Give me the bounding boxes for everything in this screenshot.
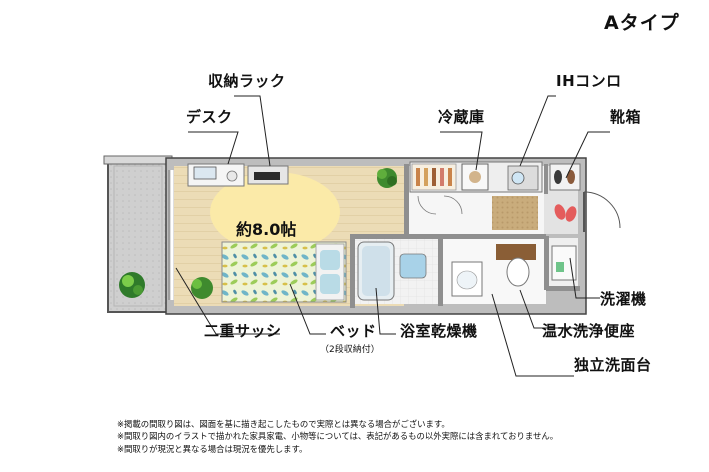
label-ih-stove: IHコンロ — [556, 72, 622, 90]
label-washlet-toilet: 温水洗浄便座 — [542, 322, 636, 340]
shoes — [554, 204, 577, 222]
label-vanity: 独立洗面台 — [574, 356, 652, 374]
rug — [210, 172, 340, 252]
toilet — [496, 244, 536, 287]
plan-type-title: Aタイプ — [604, 12, 680, 34]
plant-balcony — [119, 272, 145, 298]
label-bed-note: （2段収納付） — [320, 345, 380, 355]
entrance-door — [583, 191, 621, 229]
plant-window — [191, 277, 213, 299]
plant-living — [377, 168, 397, 188]
entrance-mat — [492, 196, 538, 230]
label-storage-rack: 収納ラック — [208, 72, 286, 90]
label-fridge: 冷蔵庫 — [438, 108, 485, 126]
label-shoe-box: 靴箱 — [610, 108, 642, 126]
label-washing-machine: 洗濯機 — [600, 290, 647, 308]
area-label: 約8.0帖 — [236, 220, 297, 239]
label-bathroom-dryer: 浴室乾燥機 — [400, 322, 478, 340]
label-desk: デスク — [186, 108, 233, 126]
leader-lines — [175, 95, 610, 377]
disclaimer-notes: ※掲載の間取り図は、図面を基に描き起こしたもので実際とは異なる場合がございます。… — [117, 418, 707, 455]
note-line: ※間取りが現況と異なる場合は現況を優先します。 — [117, 443, 308, 454]
note-line: ※間取り図内のイラストで描かれた家具家電、小物等については、表記があるもの以外実… — [117, 431, 559, 442]
label-double-sash: 二重サッシ — [204, 322, 282, 340]
label-bed: ベッド — [330, 322, 377, 340]
note-line: ※掲載の間取り図は、図面を基に描き起こしたもので実際とは異なる場合がございます。 — [117, 419, 450, 429]
